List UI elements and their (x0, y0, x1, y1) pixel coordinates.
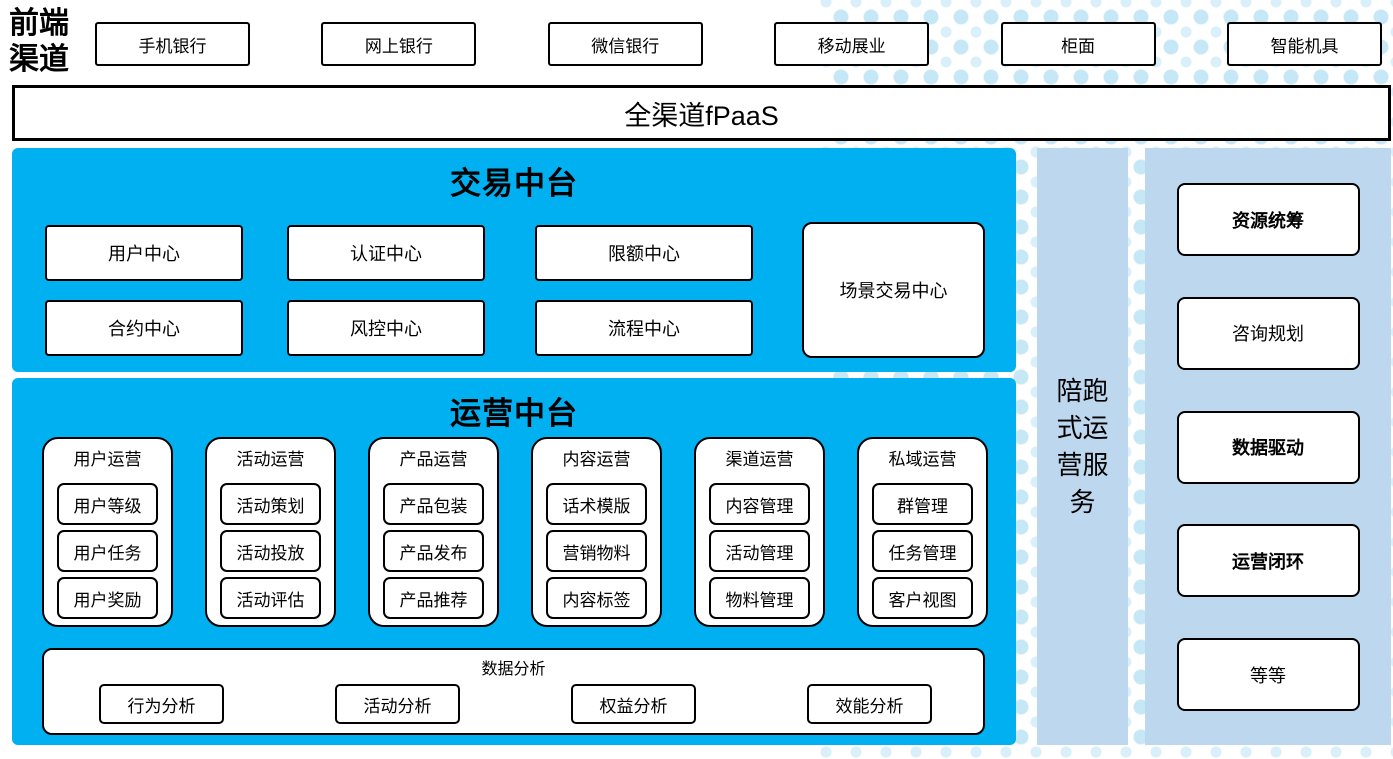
group-item: 产品推荐 (383, 577, 484, 619)
group-item: 物料管理 (709, 577, 810, 619)
trade-platform-title: 交易中台 (450, 166, 578, 201)
group-item: 用户等级 (57, 483, 158, 525)
group-content-ops: 内容运营 话术模版 营销物料 内容标签 (531, 437, 662, 627)
group-item: 话术模版 (546, 483, 647, 525)
ops-platform-panel: 运营中台 用户运营 用户等级 用户任务 用户奖励 活动运营 活动策划 活动投放 … (12, 378, 1016, 745)
group-title: 私域运营 (888, 450, 957, 469)
data-analytics-row: 行为分析 活动分析 权益分析 效能分析 (99, 684, 932, 724)
channel-box-online-banking: 网上银行 (321, 22, 477, 66)
node-process-center: 流程中心 (535, 300, 753, 356)
group-item: 客户视图 (872, 577, 973, 619)
service-data-driven: 数据驱动 (1176, 410, 1360, 484)
group-item: 营销物料 (546, 530, 647, 572)
group-channel-ops: 渠道运营 内容管理 活动管理 物料管理 (694, 437, 825, 627)
group-private-domain-ops: 私域运营 群管理 任务管理 客户视图 (857, 437, 988, 627)
group-item: 活动管理 (709, 530, 810, 572)
node-limit-center: 限额中心 (535, 225, 753, 281)
group-title: 活动运营 (236, 450, 305, 469)
node-contract-center: 合约中心 (45, 300, 243, 356)
data-analytics-container: 数据分析 行为分析 活动分析 权益分析 效能分析 (42, 648, 985, 735)
services-column: 资源统筹 咨询规划 数据驱动 运营闭环 等等 (1145, 148, 1391, 745)
group-item: 活动评估 (220, 577, 321, 619)
node-auth-center: 认证中心 (287, 225, 485, 281)
group-title: 渠道运营 (725, 450, 794, 469)
trade-platform-panel: 交易中台 用户中心 认证中心 限额中心 合约中心 风控中心 流程中心 场景交易中… (12, 148, 1016, 372)
group-item: 产品包装 (383, 483, 484, 525)
analytics-efficiency: 效能分析 (807, 684, 932, 724)
group-title: 内容运营 (562, 450, 631, 469)
group-title: 用户运营 (73, 450, 142, 469)
group-item: 内容标签 (546, 577, 647, 619)
group-item: 活动策划 (220, 483, 321, 525)
channel-box-wechat-banking: 微信银行 (547, 22, 703, 66)
service-etc: 等等 (1176, 638, 1360, 711)
group-item: 用户任务 (57, 530, 158, 572)
service-ops-closed-loop: 运营闭环 (1176, 524, 1360, 598)
fpaas-bar: 全渠道fPaaS (12, 85, 1391, 141)
group-activity-ops: 活动运营 活动策划 活动投放 活动评估 (205, 437, 336, 627)
analytics-behavior: 行为分析 (99, 684, 224, 724)
analytics-benefit: 权益分析 (571, 684, 696, 724)
channel-box-mobile-banking: 手机银行 (95, 22, 250, 66)
front-channels-row: 手机银行 网上银行 微信银行 移动展业 柜面 智能机具 (95, 22, 1382, 66)
group-product-ops: 产品运营 产品包装 产品发布 产品推荐 (368, 437, 499, 627)
front-channels-label: 前端渠道 (9, 7, 69, 76)
group-user-ops: 用户运营 用户等级 用户任务 用户奖励 (42, 437, 173, 627)
group-item: 产品发布 (383, 530, 484, 572)
group-title: 产品运营 (399, 450, 468, 469)
node-scenario-trade-center: 场景交易中心 (802, 222, 985, 358)
node-risk-center: 风控中心 (287, 300, 485, 356)
channel-box-mobile-outreach: 移动展业 (774, 22, 930, 66)
group-item: 任务管理 (872, 530, 973, 572)
analytics-activity: 活动分析 (335, 684, 460, 724)
channel-box-counter: 柜面 (1000, 22, 1156, 66)
group-item: 用户奖励 (57, 577, 158, 619)
group-item: 内容管理 (709, 483, 810, 525)
service-resource-planning: 资源统筹 (1176, 183, 1360, 256)
ops-platform-title: 运营中台 (450, 396, 578, 431)
group-item: 活动投放 (220, 530, 321, 572)
companion-service-label: 陪跑式运营服务 (1056, 375, 1109, 517)
companion-service-bar: 陪跑式运营服务 (1037, 148, 1128, 745)
group-item: 群管理 (872, 483, 973, 525)
channel-box-smart-devices: 智能机具 (1226, 22, 1382, 66)
service-consulting: 咨询规划 (1176, 296, 1360, 370)
data-analytics-title: 数据分析 (481, 661, 546, 678)
node-user-center: 用户中心 (45, 225, 243, 281)
